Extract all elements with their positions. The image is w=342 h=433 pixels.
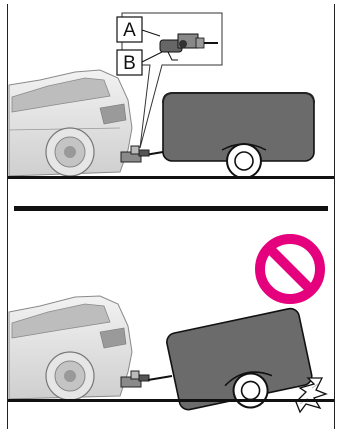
trailer-bottom-tilted <box>165 307 316 422</box>
car-rear-top <box>9 70 132 176</box>
incorrect-towing-scene <box>8 239 334 422</box>
hitch-bottom <box>121 371 172 387</box>
ground-line-top <box>8 176 334 179</box>
prohibited-icon <box>260 239 320 299</box>
callout-b-label: B <box>123 53 136 74</box>
callout-a-label: A <box>123 20 136 41</box>
correct-towing-scene: A B <box>8 13 334 179</box>
ground-line-bottom <box>8 399 334 402</box>
scene-separator <box>14 206 328 211</box>
trailer-top <box>133 93 314 178</box>
car-rear-bottom <box>9 296 132 400</box>
